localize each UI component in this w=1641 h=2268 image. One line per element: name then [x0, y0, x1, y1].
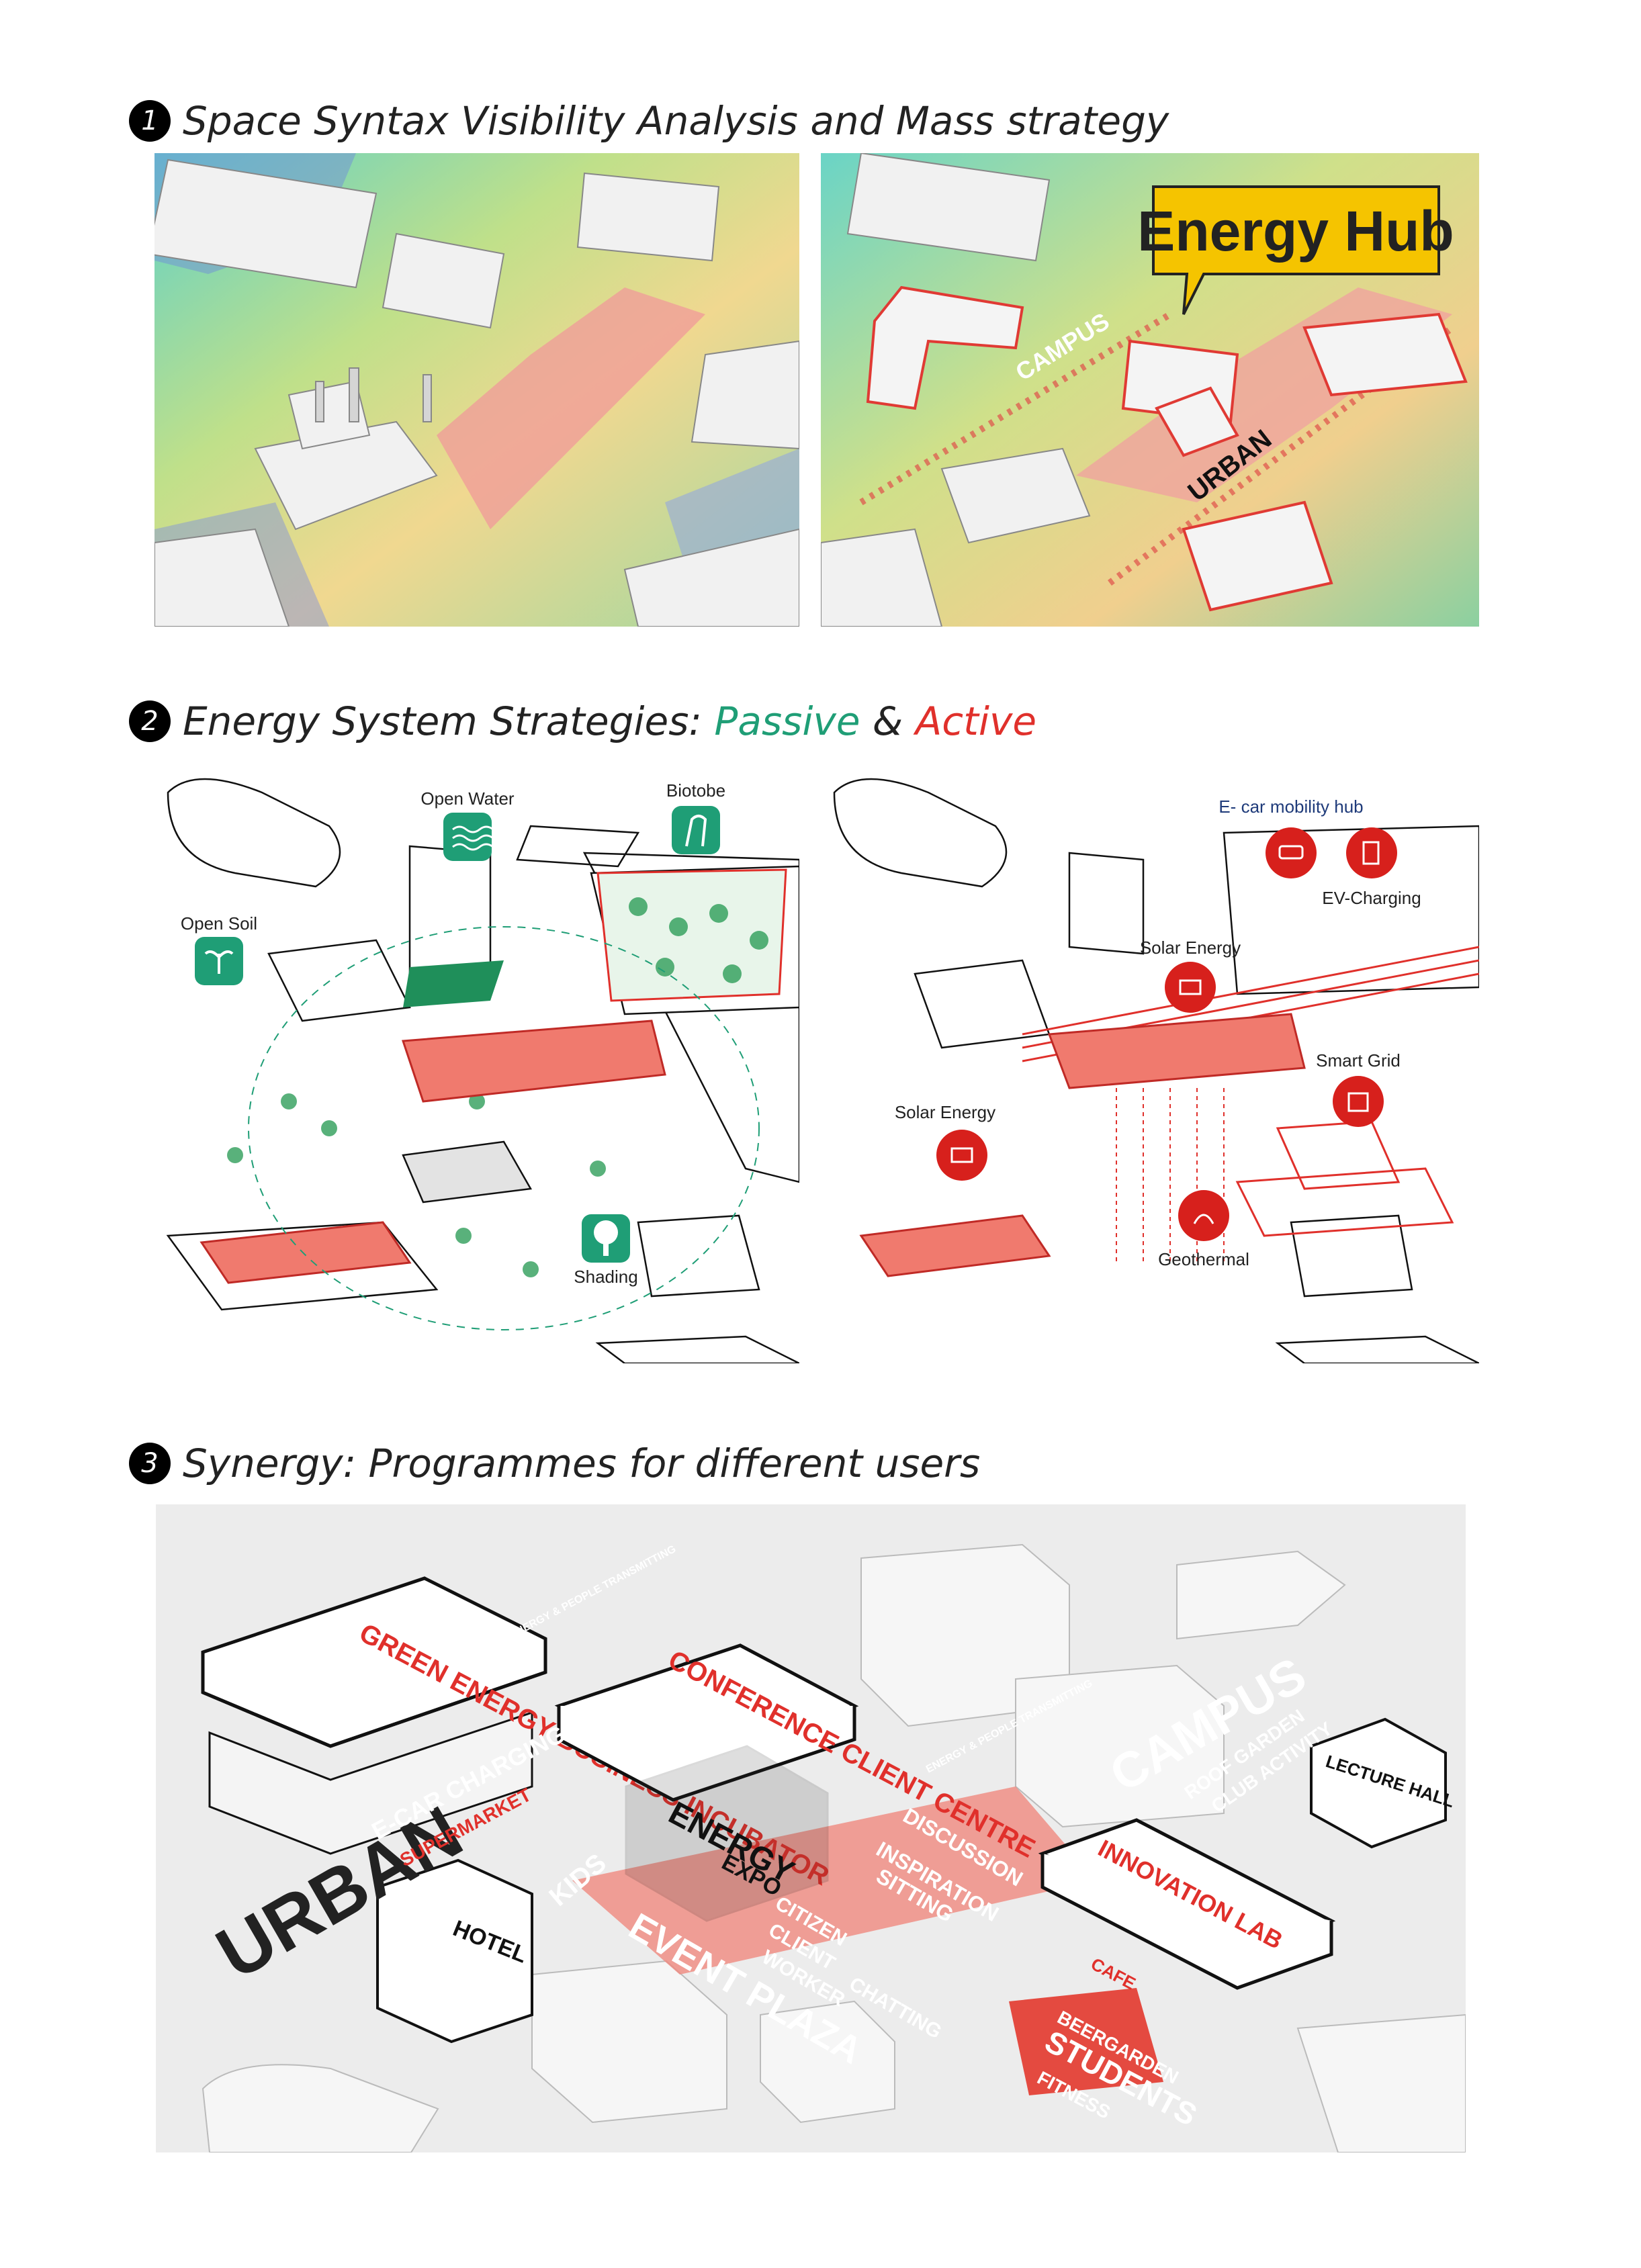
- section-heading: Energy System Strategies: Passive & Acti…: [183, 698, 1036, 744]
- passive-label: Passive: [714, 698, 860, 744]
- solar-energy-label: Solar Energy: [1140, 938, 1241, 958]
- ecar-icon: [1266, 827, 1317, 878]
- ev-charging-icon: [1346, 827, 1397, 878]
- smart-grid-icon: [1333, 1076, 1384, 1127]
- biotobe-label: Biotobe: [666, 780, 725, 801]
- section-2-title: 2 Energy System Strategies: Passive & Ac…: [129, 698, 1036, 744]
- solar-panel-icon: [936, 1130, 987, 1181]
- ecar-hub-label: E- car mobility hub: [1218, 797, 1363, 817]
- smart-grid-label: Smart Grid: [1316, 1050, 1401, 1071]
- shading-label: Shading: [574, 1267, 637, 1287]
- section-number-badge: 2: [129, 700, 171, 742]
- section-heading: Synergy: Programmes for different users: [183, 1441, 981, 1486]
- section-heading: Space Syntax Visibility Analysis and Mas…: [183, 98, 1169, 144]
- section-3-title: 3 Synergy: Programmes for different user…: [129, 1441, 980, 1486]
- solar-panel-icon: [1165, 962, 1216, 1013]
- passive-strategy-diagram: Open Water Biotobe Open Soil Shading: [154, 752, 799, 1363]
- tree-icon: [582, 1214, 630, 1263]
- mass-strategy-map: Energy Hub CAMPUS URBAN: [821, 153, 1479, 627]
- section-number-badge: 3: [129, 1443, 171, 1484]
- energy-hub-callout: Energy Hub: [1137, 199, 1454, 263]
- section-number-badge: 1: [129, 100, 171, 142]
- visibility-analysis-map: [154, 153, 799, 627]
- ev-charging-label: EV-Charging: [1322, 888, 1421, 908]
- active-label: Active: [915, 698, 1037, 744]
- section-1-title: 1 Space Syntax Visibility Analysis and M…: [129, 98, 1169, 144]
- geothermal-label: Geothermal: [1158, 1249, 1249, 1269]
- heron-icon: [672, 806, 720, 854]
- open-soil-label: Open Soil: [181, 913, 257, 934]
- solar-energy-label: Solar Energy: [895, 1102, 995, 1122]
- water-icon: [443, 813, 494, 861]
- active-strategy-diagram: E- car mobility hub EV-Charging Solar En…: [821, 752, 1479, 1363]
- sprout-icon: [195, 937, 243, 985]
- synergy-programme-diagram: GREEN ENERGY BUSINESS INCUBATOR CONFEREN…: [156, 1504, 1466, 2152]
- title-prefix: Energy System Strategies:: [183, 698, 715, 744]
- open-water-label: Open Water: [420, 788, 515, 809]
- ampersand: &: [860, 698, 916, 744]
